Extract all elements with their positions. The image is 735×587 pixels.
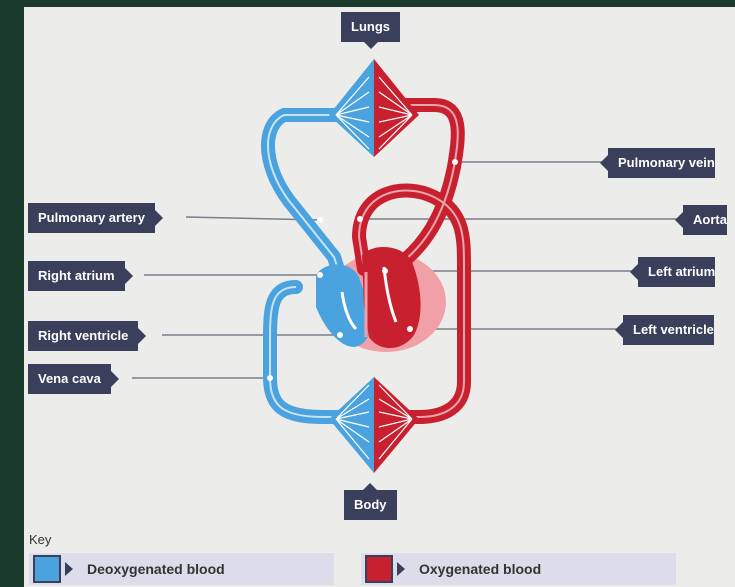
lung-capillaries [329,59,419,157]
label-pulmonary-vein: Pulmonary vein [608,148,715,178]
label-left-ventricle: Left ventricle [623,315,714,345]
label-right-atrium: Right atrium [28,261,125,291]
label-aorta: Aorta [683,205,727,235]
left-heart-chambers [362,247,421,348]
circulation-diagram: Lungs Body Pulmonary artery Right atrium… [24,7,735,587]
key-label-deoxygenated: Deoxygenated blood [87,561,225,577]
oxygenated-swatch [365,555,393,583]
key-item-oxygenated: Oxygenated blood [361,553,676,585]
label-lungs: Lungs [341,12,400,42]
label-vena-cava: Vena cava [28,364,111,394]
key-item-deoxygenated: Deoxygenated blood [29,553,334,585]
label-pulmonary-artery: Pulmonary artery [28,203,155,233]
body-capillaries [329,377,419,473]
label-left-atrium: Left atrium [638,257,715,287]
label-body: Body [344,490,397,520]
key-arrow-icon [65,562,73,576]
deoxygenated-swatch [33,555,61,583]
key-label-oxygenated: Oxygenated blood [419,561,541,577]
key-arrow-icon [397,562,405,576]
label-right-ventricle: Right ventricle [28,321,138,351]
key-title: Key [29,532,51,547]
